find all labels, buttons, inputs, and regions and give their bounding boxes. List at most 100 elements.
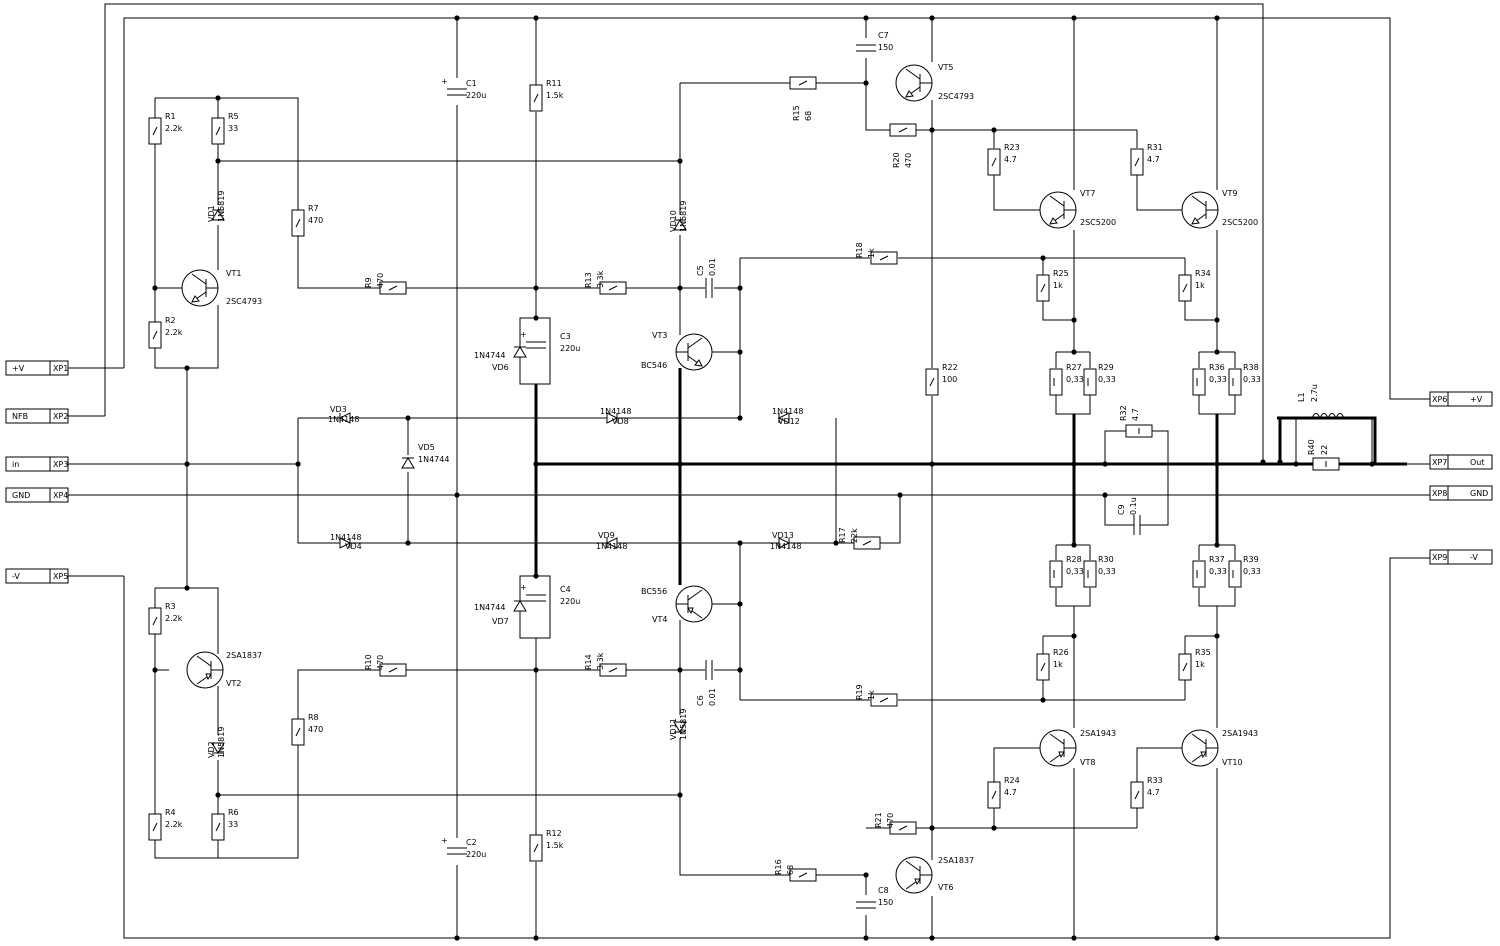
ref-label: R2: [165, 316, 176, 325]
junction-dot: [1071, 15, 1077, 21]
value-label: 1k: [1053, 281, 1063, 290]
junction-dot: [677, 792, 683, 798]
value-label: 4.7: [1004, 155, 1017, 164]
junction-dot: [677, 667, 683, 673]
ref-label: R38: [1243, 363, 1259, 372]
junction-dot: [1277, 459, 1283, 465]
value-label: 1k: [1195, 660, 1205, 669]
ref-label: C8: [878, 886, 889, 895]
ref-label: R30: [1098, 555, 1114, 564]
junction-dot: [405, 415, 411, 421]
junction-dot: [215, 95, 221, 101]
wire: [880, 495, 901, 544]
connector-id: XP6: [1432, 395, 1447, 404]
ref-label: VD8: [612, 417, 629, 426]
ref-label: R40: [1307, 439, 1316, 455]
ref-label: VD4: [345, 542, 362, 551]
value-label: 220u: [560, 344, 580, 353]
value-label: 2SA1837: [938, 856, 974, 865]
ref-label: R18: [855, 242, 864, 258]
resistor-r30: R30 0,33: [1083, 555, 1116, 588]
value-label: 1N4148: [596, 542, 627, 551]
junction-dot: [533, 573, 539, 579]
value-label: 4.7: [1147, 155, 1160, 164]
value-label: 4.7: [1147, 788, 1160, 797]
value-label: 0,33: [1066, 567, 1084, 576]
ref-label: R37: [1209, 555, 1225, 564]
ref-label: C2: [466, 838, 477, 847]
value-label: 2SC5200: [1222, 218, 1258, 227]
wire: [154, 745, 299, 859]
value-label: 0,33: [1066, 375, 1084, 384]
junction-dot: [863, 935, 869, 941]
ref-label: C4: [560, 585, 571, 594]
value-label: 0,33: [1209, 567, 1227, 576]
junction-dot: [533, 315, 539, 321]
ref-label: R14: [584, 654, 593, 670]
junction-dot: [737, 540, 743, 546]
value-label: 0,33: [1098, 567, 1116, 576]
ref-label: R34: [1195, 269, 1211, 278]
wire: [1104, 495, 1134, 526]
junction-dot: [929, 15, 935, 21]
value-label: 68: [804, 111, 813, 121]
ref-label: VT5: [938, 63, 953, 72]
value-label: 0,33: [1243, 567, 1261, 576]
ref-label: R36: [1209, 363, 1225, 372]
wire: [123, 557, 1430, 939]
ref-label: R39: [1243, 555, 1259, 564]
value-label: 470: [376, 655, 385, 670]
value-label: 4.7: [1131, 408, 1140, 421]
wire: [1198, 588, 1236, 607]
junction-dot: [737, 285, 743, 291]
bus-wire: [1277, 416, 1377, 464]
connector-id: XP5: [53, 572, 68, 581]
junction-dot: [929, 461, 935, 467]
connector-label: GND: [1470, 489, 1488, 498]
value-label: 22k: [850, 528, 859, 543]
value-label: 1k: [1195, 281, 1205, 290]
value-label: 470: [308, 725, 323, 734]
ref-label: C1: [466, 79, 477, 88]
junction-dot: [929, 935, 935, 941]
junction-dot: [533, 15, 539, 21]
ref-label: VD7: [492, 617, 509, 626]
value-label: 2SA1943: [1222, 729, 1258, 738]
resistor-r4: R42.2k: [148, 808, 183, 841]
value-label: 0,33: [1243, 375, 1261, 384]
junction-dot: [1102, 492, 1108, 498]
value-label: 1N5819: [679, 709, 688, 740]
connector-label: NFB: [12, 412, 28, 421]
ref-label: VT3: [652, 331, 667, 340]
junction-dot: [737, 415, 743, 421]
polarity-mark: +: [441, 77, 448, 86]
ref-label: R20: [892, 152, 901, 168]
junction-dot: [152, 285, 158, 291]
wire: [155, 97, 299, 210]
